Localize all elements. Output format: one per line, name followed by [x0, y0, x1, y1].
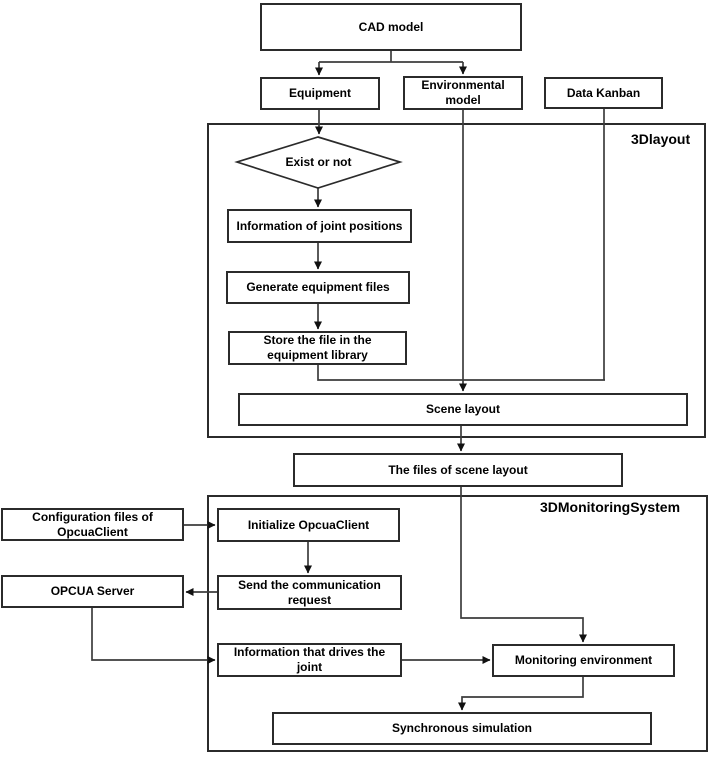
container-3dmonitoringsystem-label: 3DMonitoringSystem	[540, 499, 681, 515]
container-3dmonitoringsystem	[207, 495, 708, 752]
node-generate-equipment-files: Generate equipment files	[226, 271, 410, 304]
node-exist-or-not: Exist or not	[285, 155, 352, 169]
node-scene-layout: Scene layout	[238, 393, 688, 426]
node-equipment: Equipment	[260, 77, 380, 110]
node-files-of-scene-layout: The files of scene layout	[293, 453, 623, 487]
node-monitoring-environment: Monitoring environment	[492, 644, 675, 677]
node-initialize-opcuaclient: Initialize OpcuaClient	[217, 508, 400, 542]
container-3dlayout-label: 3Dlayout	[631, 131, 691, 147]
node-data-kanban: Data Kanban	[544, 77, 663, 109]
node-synchronous-simulation: Synchronous simulation	[272, 712, 652, 745]
node-configuration-files-opcuaclient: Configuration files of OpcuaClient	[1, 508, 184, 541]
node-information-of-joint-positions: Information of joint positions	[227, 209, 412, 243]
node-store-file-equipment-library: Store the file in the equipment library	[228, 331, 407, 365]
decision-diamond-shape	[234, 136, 403, 189]
node-opcua-server: OPCUA Server	[1, 575, 184, 608]
node-send-communication-request: Send the communication request	[217, 575, 402, 610]
node-environmental-model: Environmental model	[403, 76, 523, 110]
node-cad-model: CAD model	[260, 3, 522, 51]
node-information-drives-joint: Information that drives the joint	[217, 643, 402, 677]
container-3dlayout	[207, 123, 706, 438]
